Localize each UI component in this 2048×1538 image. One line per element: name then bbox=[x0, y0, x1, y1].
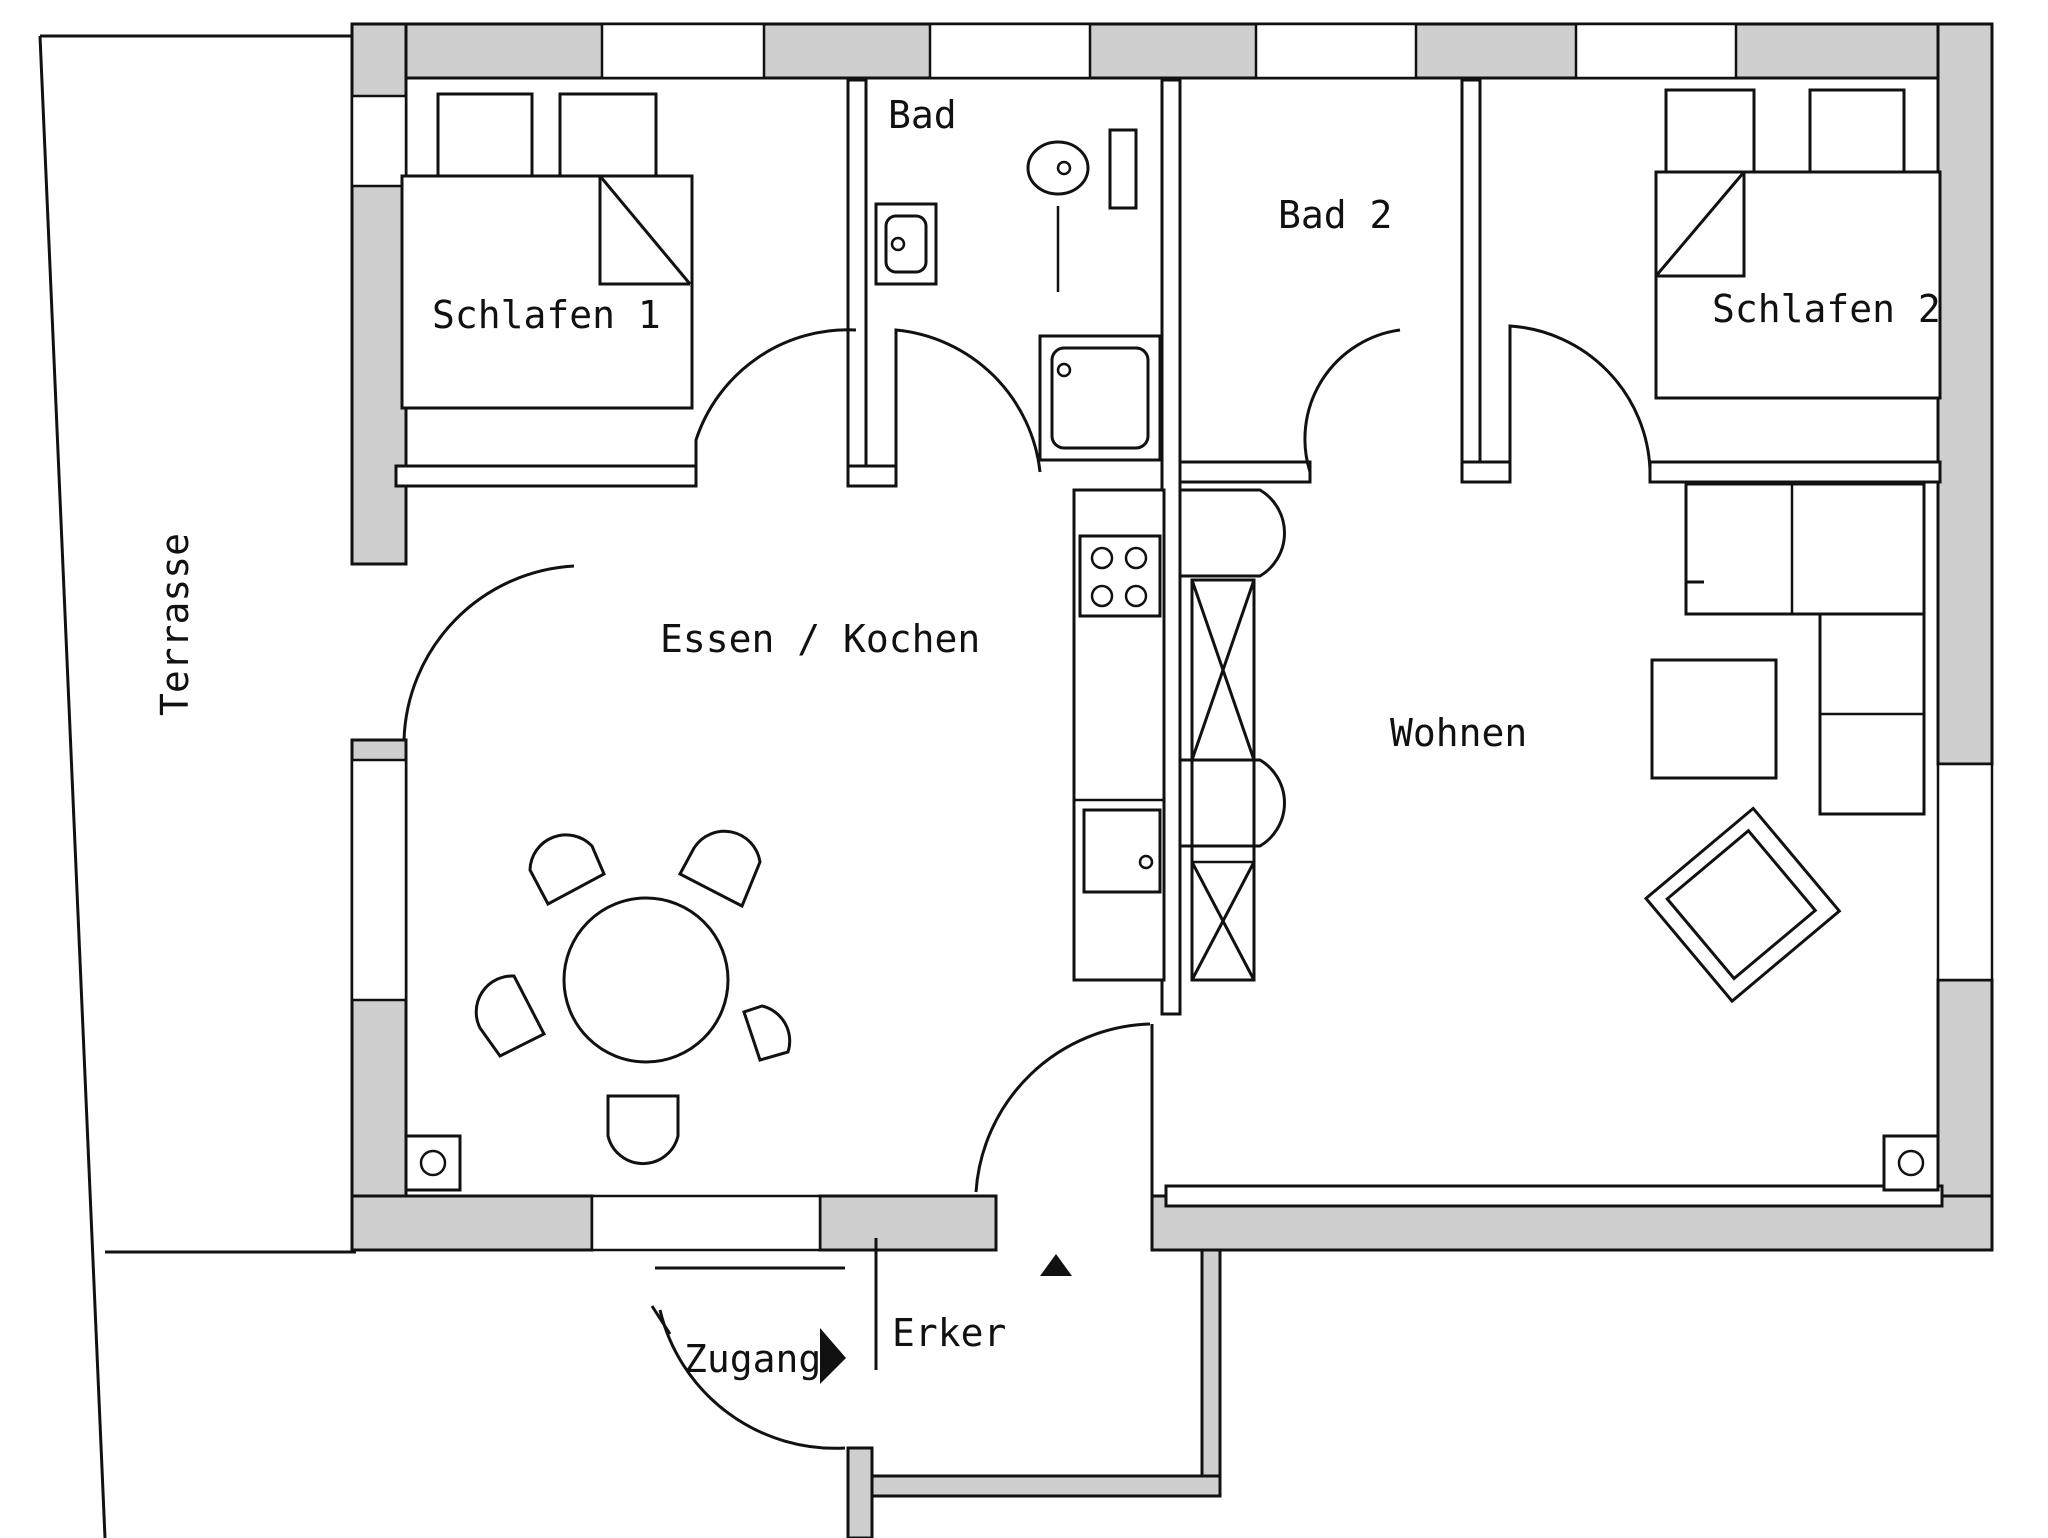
window-left-dining bbox=[350, 758, 408, 1002]
label-terrasse: Terrasse bbox=[153, 533, 197, 716]
door-swings bbox=[402, 324, 1652, 1450]
chair bbox=[677, 829, 762, 909]
stove-icon bbox=[1078, 534, 1162, 618]
erker-outline bbox=[655, 1248, 1222, 1538]
label-wohnen: Wohnen bbox=[1390, 711, 1527, 755]
windows bbox=[350, 22, 1994, 1252]
window-left-top bbox=[350, 94, 408, 188]
window-bottom-dining bbox=[590, 1194, 822, 1252]
window-top-3 bbox=[1254, 22, 1418, 80]
label-schlafen-1: Schlafen 1 bbox=[432, 293, 661, 337]
dining-table bbox=[474, 829, 792, 1166]
window-top-2 bbox=[928, 22, 1092, 80]
armchair bbox=[1643, 806, 1842, 1004]
label-zugang: Zugang bbox=[684, 1337, 821, 1381]
label-erker: Erker bbox=[892, 1311, 1006, 1355]
window-right-living bbox=[1936, 762, 1994, 982]
sink-icon bbox=[1082, 808, 1162, 894]
triangle-marker-icon bbox=[1040, 1254, 1072, 1276]
label-schlafen-2: Schlafen 2 bbox=[1712, 287, 1941, 331]
cabinets bbox=[1180, 488, 1286, 982]
bed-schlafen-2 bbox=[1654, 88, 1942, 400]
bathroom-fixtures bbox=[874, 128, 1162, 462]
living-furniture bbox=[1643, 482, 1926, 1004]
entry-arrow-icon bbox=[820, 1328, 846, 1384]
label-essen-kochen: Essen / Kochen bbox=[660, 617, 980, 661]
kitchen-counter bbox=[1072, 488, 1166, 982]
bed-schlafen-1 bbox=[400, 92, 694, 410]
chair bbox=[474, 974, 547, 1058]
window-top-4 bbox=[1574, 22, 1738, 80]
columns bbox=[404, 1134, 1940, 1192]
chair bbox=[742, 1004, 792, 1062]
label-bad-2: Bad 2 bbox=[1278, 193, 1392, 237]
terrace-outline bbox=[38, 34, 356, 1538]
chair bbox=[606, 1094, 680, 1166]
coffee-table bbox=[1650, 658, 1778, 780]
label-bad: Bad bbox=[888, 93, 957, 137]
window-top-1 bbox=[600, 22, 766, 80]
chair bbox=[528, 833, 606, 907]
